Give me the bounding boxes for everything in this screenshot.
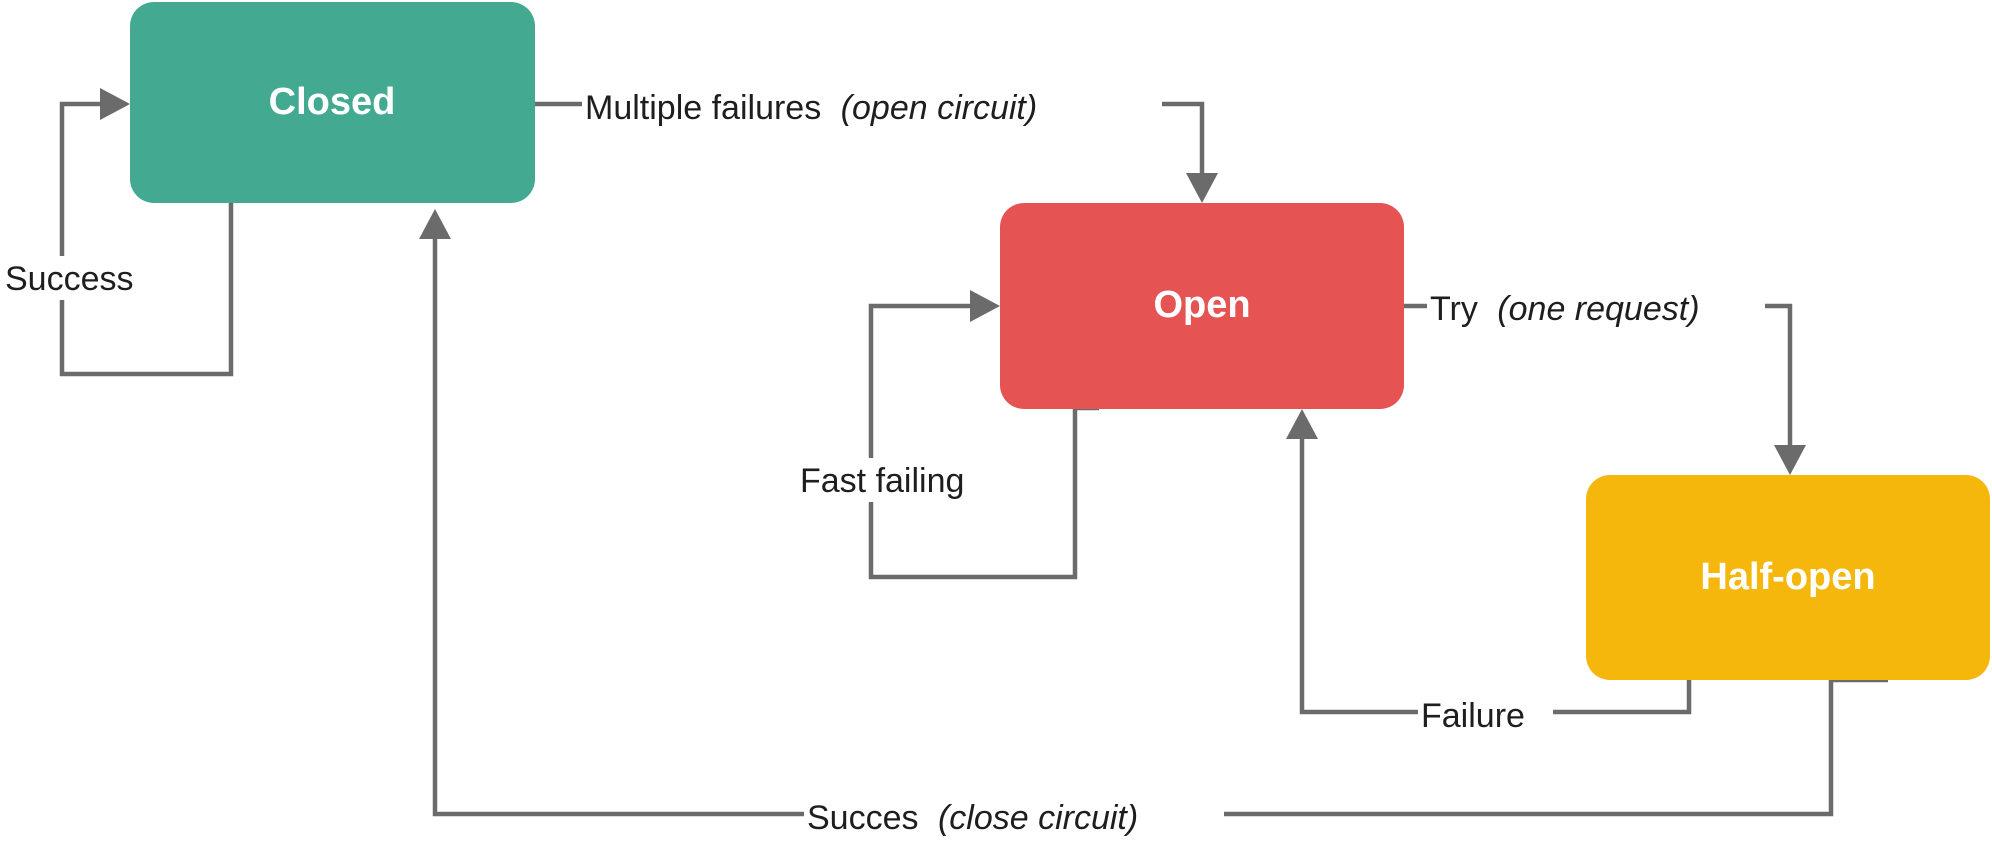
state-closed-box [130,2,535,203]
arrowhead-into-closed-left [100,88,130,120]
state-half-open-label: Half-open [1700,556,1875,598]
label-open-to-half-open-text: Try [1430,290,1478,328]
label-closed-success: Success [5,260,134,298]
state-open: Open [1000,203,1404,409]
arrowhead-into-open-left [970,290,1000,322]
arrowhead-into-half-open-top [1774,445,1806,475]
state-closed: Closed [130,2,535,203]
state-open-box [1000,203,1404,409]
label-half-open-success-note: (close circuit) [938,799,1138,837]
label-closed-to-open-note: (open circuit) [841,89,1038,127]
edge-open-to-half-open [1404,303,1806,475]
arrowhead-into-closed-bottom [419,209,451,239]
label-half-open-success: Succes (close circuit) [807,799,1138,837]
arrowhead-into-open-bottom [1286,409,1318,439]
arrowhead-into-open-top [1186,173,1218,203]
edge-closed-success [59,88,234,377]
label-open-fast-failing: Fast failing [800,462,964,500]
label-closed-to-open-text: Multiple failures [585,89,821,127]
label-half-open-failure: Failure [1421,697,1525,735]
state-half-open-box [1586,475,1990,680]
state-closed-label: Closed [269,81,396,123]
label-closed-to-open: Multiple failures (open circuit) [585,89,1037,127]
label-half-open-success-text: Succes [807,799,919,837]
label-open-to-half-open-note: (one request) [1497,290,1699,328]
label-open-to-half-open: Try (one request) [1430,290,1700,328]
state-half-open: Half-open [1586,475,1990,680]
state-open-label: Open [1153,284,1250,326]
